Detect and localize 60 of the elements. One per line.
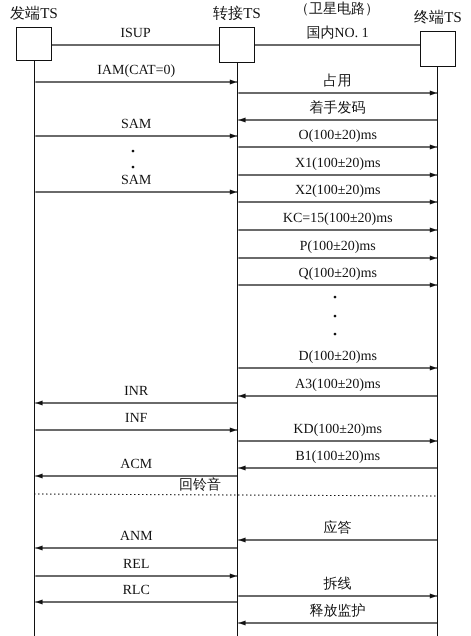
message-arrow	[35, 473, 237, 479]
message-arrow	[35, 427, 237, 433]
edge-label: INF	[124, 411, 148, 427]
edge-label: 释放监护	[310, 604, 366, 620]
edge-label: X1(100±20)ms	[294, 156, 380, 172]
node-heading: 转接TS	[213, 5, 261, 24]
message-arrow	[238, 620, 437, 626]
edge-label: X2(100±20)ms	[294, 183, 380, 199]
node-heading: 发端TS	[10, 5, 58, 24]
message-arrow	[35, 400, 237, 406]
edge-label: RLC	[122, 583, 150, 599]
edge-label: 着手发码	[310, 101, 366, 117]
connector-line	[52, 44, 219, 46]
edge-label: ANM	[120, 529, 153, 545]
edge-label: INR	[124, 384, 148, 400]
edge-label: B1(100±20)ms	[295, 449, 380, 465]
edge-label: P(100±20)ms	[300, 239, 376, 255]
edge-label: KD(100±20)ms	[293, 422, 382, 438]
message-arrow	[238, 144, 437, 150]
edge-label: Q(100±20)ms	[298, 266, 377, 282]
edge-label: D(100±20)ms	[298, 349, 377, 365]
node-heading: 终端TS	[414, 9, 462, 28]
edge-label: SAM	[121, 173, 152, 189]
message-arrow	[238, 593, 437, 599]
message-arrow	[238, 393, 437, 399]
message-arrow	[35, 79, 237, 85]
edge-label: 应答	[324, 521, 352, 537]
edge-label: REL	[122, 557, 150, 573]
message-arrow	[238, 172, 437, 178]
message-arrow	[238, 365, 437, 371]
edge-label: ISUP	[120, 26, 151, 42]
edge-label: SAM	[121, 117, 152, 133]
message-arrow	[238, 438, 437, 444]
message-arrow	[35, 133, 237, 139]
annotation-label: （卫星电路）	[295, 2, 379, 18]
message-arrow	[35, 189, 237, 195]
message-arrow	[238, 282, 437, 288]
edge-label: O(100±20)ms	[298, 128, 377, 144]
message-arrow	[238, 199, 437, 205]
message-arrow	[238, 255, 437, 261]
lifeline	[34, 61, 36, 636]
edge-label: ACM	[120, 457, 152, 473]
edge-label: 占用	[324, 74, 352, 90]
message-arrow	[238, 465, 437, 471]
edge-label: 拆线	[324, 577, 352, 593]
edge-label: 国内NO. 1	[306, 26, 369, 42]
message-arrow	[35, 545, 237, 551]
lifeline	[237, 63, 238, 636]
message-arrow	[238, 90, 437, 96]
lifeline	[437, 67, 438, 636]
edge-label: A3(100±20)ms	[294, 377, 380, 393]
message-arrow	[238, 537, 437, 543]
edge-label: KC=15(100±20)ms	[282, 211, 393, 227]
message-arrow	[238, 117, 437, 123]
message-arrow	[35, 599, 237, 605]
message-arrow	[238, 227, 437, 233]
connector-line	[255, 44, 420, 46]
message-arrow	[35, 573, 237, 579]
annotation-label: 回铃音	[179, 478, 221, 494]
edge-label: IAM(CAT=0)	[97, 63, 176, 79]
